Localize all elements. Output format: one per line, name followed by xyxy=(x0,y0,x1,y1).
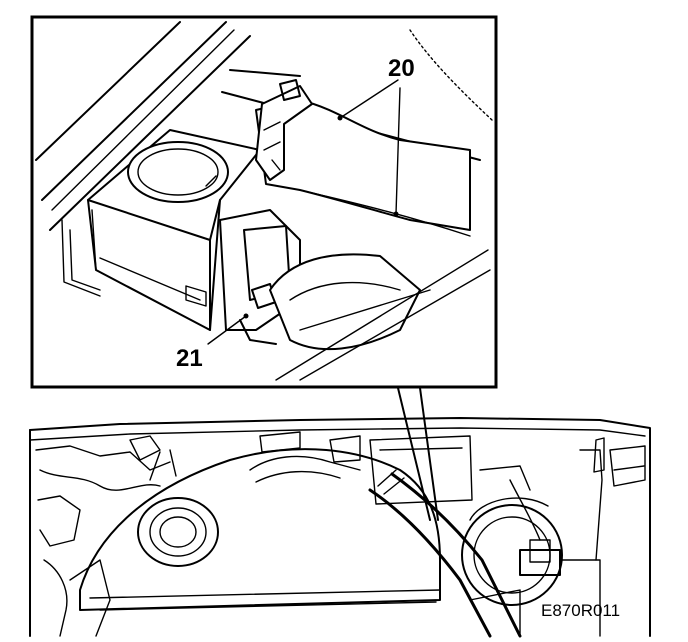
detail-leader-lines xyxy=(397,387,439,521)
callout-20-label: 20 xyxy=(388,55,415,82)
detail-inset xyxy=(30,15,498,389)
figure-code: E870R011 xyxy=(541,601,620,620)
engine-bay-overview xyxy=(29,417,651,638)
callout-21-label: 21 xyxy=(176,345,203,372)
